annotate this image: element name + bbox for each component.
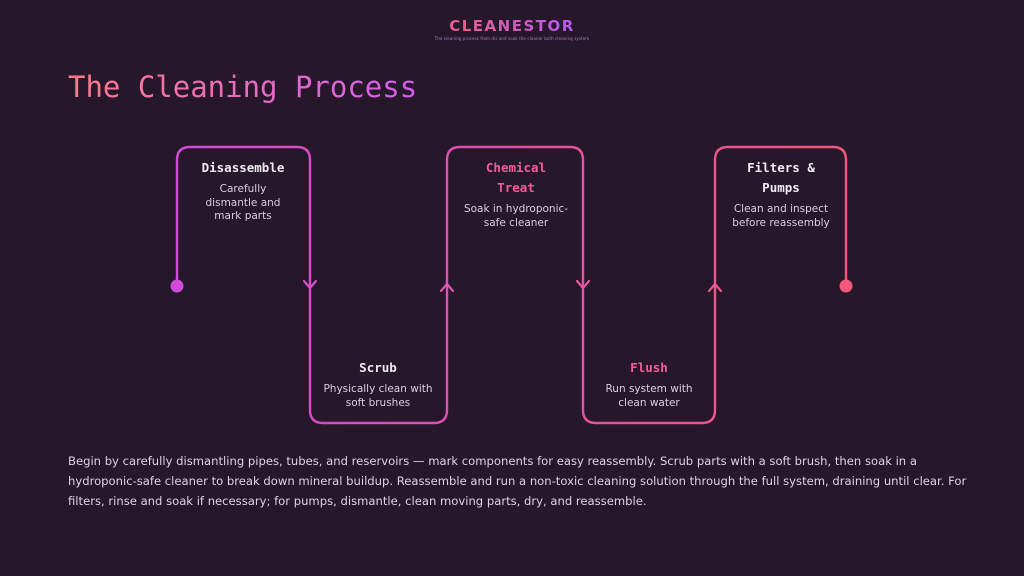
- flow-end-dot: [839, 279, 853, 293]
- step-title: Disassemble: [201, 160, 285, 175]
- step-title: Chemical Treat: [485, 160, 547, 195]
- step-flush: Flush Run system with clean water: [579, 358, 719, 410]
- process-summary: Begin by carefully dismantling pipes, tu…: [68, 454, 967, 508]
- flow-connector-line: [175, 145, 848, 425]
- step-title: Filters & Pumps: [747, 160, 815, 195]
- brand-header: CLEANESTOR The cleaning process from dis…: [0, 16, 1024, 41]
- flow-start-dot: [170, 279, 184, 293]
- page-title: The Cleaning Process: [68, 70, 418, 104]
- arrow-up-icon: [707, 282, 723, 293]
- step-chemical-treat: Chemical Treat Soak in hydroponic-safe c…: [446, 158, 586, 230]
- step-description: Run system with clean water: [605, 383, 693, 409]
- arrow-down-icon: [575, 279, 591, 290]
- arrow-up-icon: [439, 282, 455, 293]
- step-description: Physically clean with soft brushes: [323, 383, 433, 409]
- step-description: Soak in hydroponic-safe cleaner: [463, 203, 569, 229]
- step-description: Carefully dismantle and mark parts: [205, 183, 281, 222]
- step-title: Scrub: [359, 360, 397, 375]
- brand-logo: CLEANESTOR: [449, 17, 575, 35]
- step-disassemble: Disassemble Carefully dismantle and mark…: [173, 158, 313, 224]
- step-filters-pumps: Filters & Pumps Clean and inspect before…: [711, 158, 851, 230]
- step-scrub: Scrub Physically clean with soft brushes: [308, 358, 448, 410]
- step-title: Flush: [630, 360, 668, 375]
- step-description: Clean and inspect before reassembly: [732, 203, 830, 229]
- arrow-down-icon: [302, 279, 318, 290]
- brand-tagline: The cleaning process from dis and soak t…: [434, 36, 590, 41]
